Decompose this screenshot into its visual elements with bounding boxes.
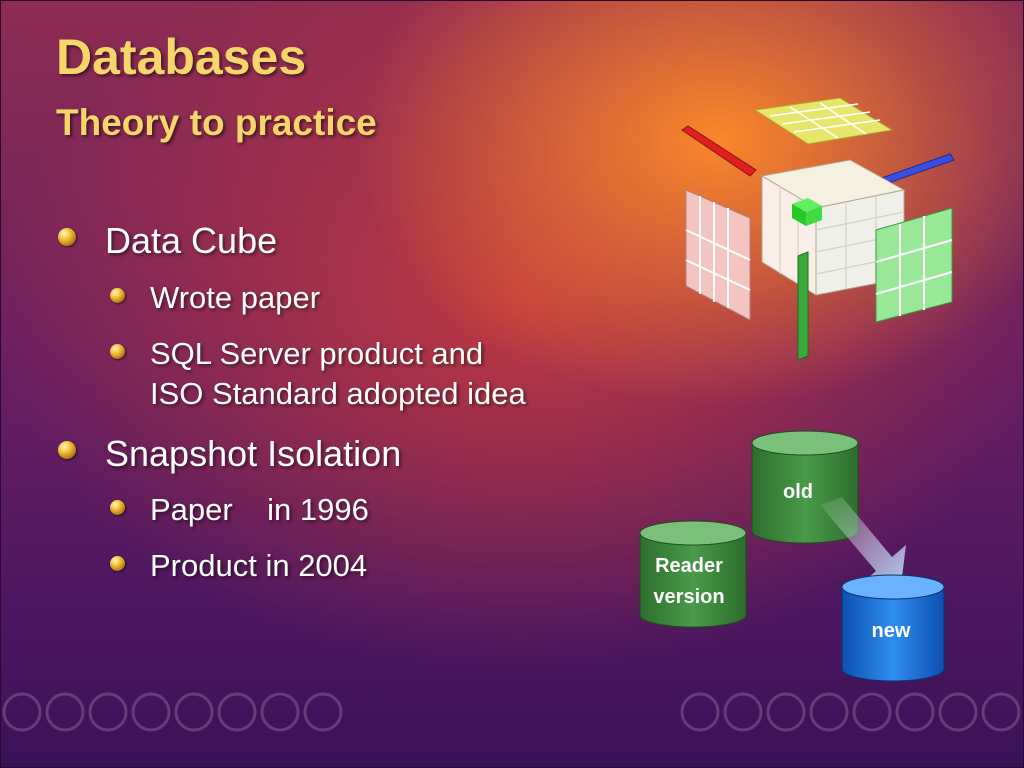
sub-bullet-icon bbox=[110, 288, 125, 303]
sub-bullet-sql-server-line1: SQL Server product and bbox=[150, 336, 484, 371]
bullet-icon bbox=[58, 441, 76, 459]
bullet-data-cube: Data Cube bbox=[105, 220, 278, 261]
reader-version-cylinder bbox=[639, 520, 747, 628]
reader-label-line2: version bbox=[653, 586, 724, 608]
reader-label-line1: Reader bbox=[655, 555, 723, 577]
sub-bullet-icon bbox=[110, 500, 125, 515]
slide-title: Databases bbox=[56, 29, 307, 85]
sub-bullet-sql-server-line2: ISO Standard adopted idea bbox=[150, 376, 526, 411]
sub-bullet-paper-1996: Paper in 1996 bbox=[150, 492, 369, 527]
new-label: new bbox=[872, 620, 911, 642]
new-cylinder bbox=[841, 574, 945, 682]
sub-bullet-product-2004: Product in 2004 bbox=[150, 548, 368, 583]
bullet-icon bbox=[58, 228, 76, 246]
clock-row-decoration bbox=[2, 692, 1021, 732]
sub-bullet-icon bbox=[110, 556, 125, 571]
arrow-icon bbox=[820, 497, 906, 593]
slide-subtitle: Theory to practice bbox=[56, 102, 377, 143]
bullet-snapshot-isolation: Snapshot Isolation bbox=[105, 433, 402, 474]
snapshot-diagram: old Reader version new bbox=[639, 430, 945, 682]
old-label: old bbox=[783, 481, 813, 503]
sub-bullet-icon bbox=[110, 344, 125, 359]
data-cube-illustration bbox=[681, 97, 955, 361]
sub-bullet-wrote-paper: Wrote paper bbox=[150, 280, 321, 315]
